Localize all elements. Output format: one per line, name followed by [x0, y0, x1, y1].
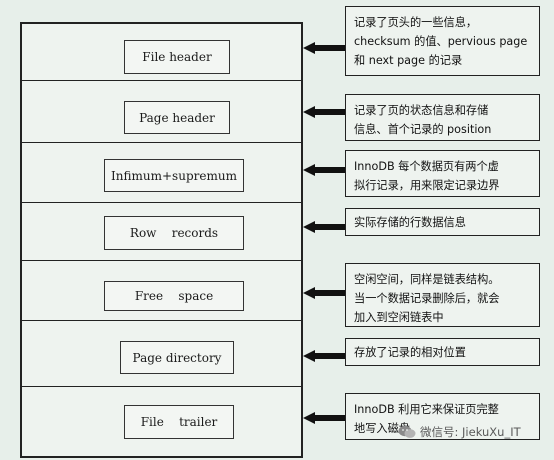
section-divider [22, 386, 301, 387]
arrow-left-icon [303, 106, 345, 118]
block-page-directory: Page directory [120, 341, 234, 374]
arrow-left-icon [303, 412, 345, 424]
block-infimum-supremum: Infimum+supremum [104, 159, 244, 192]
watermark: 微信号: JiekuXu_IT [398, 424, 521, 440]
description-line: InnoDB 利用它来保证页完整 [354, 403, 499, 416]
description-row-records: 实际存储的行数据信息 [345, 208, 540, 236]
section-divider [22, 320, 301, 321]
description-line: 实际存储的行数据信息 [354, 216, 466, 229]
description-page-directory: 存放了记录的相对位置 [345, 338, 540, 366]
block-page-header: Page header [124, 101, 230, 134]
description-page-header: 记录了页的状态信息和存储 信息、首个记录的 position [345, 94, 540, 141]
description-line: InnoDB 每个数据页有两个虚 [354, 160, 499, 173]
description-infimum-supremum: InnoDB 每个数据页有两个虚 拟行记录，用来限定记录边界 [345, 150, 540, 197]
description-line: 信息、首个记录的 position [354, 123, 492, 136]
description-line: 地写入磁盘 [354, 422, 410, 435]
description-line: 空闲空间，同样是链表结构。 [354, 273, 500, 286]
description-free-space: 空闲空间，同样是链表结构。 当一个数据记录删除后，就会 加入到空闲链表中 [345, 263, 540, 327]
watermark-text: 微信号: JiekuXu_IT [420, 425, 521, 439]
block-file-header: File header [124, 40, 230, 74]
description-line: 加入到空闲链表中 [354, 311, 444, 324]
description-line: 当一个数据记录删除后，就会 [354, 292, 500, 305]
description-line: 记录了页的状态信息和存储 [354, 104, 489, 117]
description-line: 存放了记录的相对位置 [354, 346, 466, 359]
block-row-records: Row records [104, 216, 244, 250]
section-divider [22, 260, 301, 261]
arrow-left-icon [303, 287, 345, 299]
description-line: 和 next page 的记录 [354, 54, 463, 67]
block-free-space: Free space [104, 281, 244, 311]
block-file-trailer: File trailer [124, 405, 234, 439]
section-divider [22, 142, 301, 143]
description-file-trailer: InnoDB 利用它来保证页完整 地写入磁盘 [345, 393, 540, 440]
section-divider [22, 202, 301, 203]
description-line: 记录了页头的一些信息， [354, 16, 478, 29]
description-file-header: 记录了页头的一些信息， checksum 的值、pervious page 和 … [345, 6, 540, 76]
description-line: 拟行记录，用来限定记录边界 [354, 179, 500, 192]
arrow-left-icon [303, 221, 345, 233]
arrow-left-icon [303, 42, 345, 54]
arrow-left-icon [303, 350, 345, 362]
section-divider [22, 80, 301, 81]
arrow-left-icon [303, 164, 345, 176]
wechat-icon [398, 425, 416, 439]
description-line: checksum 的值、pervious page [354, 35, 528, 48]
